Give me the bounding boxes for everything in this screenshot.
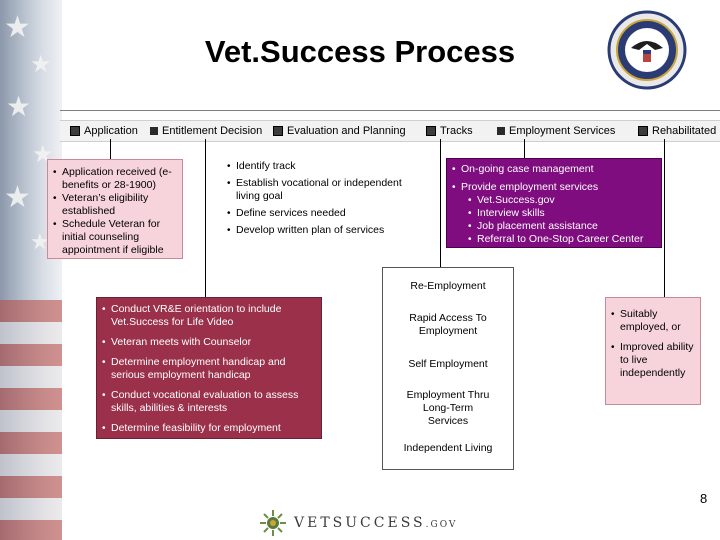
star-icon: ★: [30, 50, 52, 78]
phase-label: Evaluation and Planning: [287, 125, 406, 137]
phase-label: Rehabilitated: [652, 125, 717, 137]
employment-subitem: Interview skills: [451, 207, 657, 220]
evaluation-item: Establish vocational or independent livi…: [226, 177, 428, 203]
rehabilitated-item: Improved ability to live independently: [610, 341, 696, 380]
evaluation-item: Identify track: [226, 160, 428, 173]
phase-label: Employment Services: [509, 125, 616, 137]
bullet-square-icon: [273, 126, 283, 136]
orientation-item: Veteran meets with Counselor: [101, 336, 317, 349]
rehabilitated-box: Suitably employed, or Improved ability t…: [605, 297, 701, 405]
bullet-square-icon: [150, 127, 158, 135]
phase-entitlement: Entitlement Decision: [150, 124, 262, 138]
bullet-square-icon: [497, 127, 505, 135]
orientation-item: Conduct VR&E orientation to include Vet.…: [101, 303, 317, 329]
connector-line: [440, 139, 441, 267]
phase-label: Entitlement Decision: [162, 125, 263, 137]
employment-services-box: On-going case management Provide employm…: [446, 158, 662, 248]
connector-line: [664, 139, 665, 297]
phase-label: Tracks: [440, 125, 473, 137]
tracks-box: Re-Employment Rapid Access To Employment…: [382, 267, 514, 470]
timeline-bar: [60, 120, 720, 142]
star-icon: ★: [30, 230, 50, 255]
phase-evaluation: Evaluation and Planning: [273, 124, 406, 138]
vetsuccess-logo: VETSUCCESS.GOV: [258, 508, 457, 538]
employment-subitem: Referral to One-Stop Career Center: [451, 233, 657, 246]
phase-employment-services: Employment Services: [497, 124, 615, 138]
bullet-square-icon: [70, 126, 80, 136]
slide-title: Vet.Success Process: [204, 34, 516, 69]
flag-background: ★ ★ ★ ★ ★ ★: [0, 0, 62, 540]
evaluation-item: Define services needed: [226, 207, 428, 220]
evaluation-item: Develop written plan of services: [226, 224, 428, 237]
vetsuccess-emblem-icon: [260, 510, 286, 536]
application-item: Schedule Veteran for initial counseling …: [52, 218, 178, 257]
bullet-square-icon: [426, 126, 436, 136]
va-seal-icon: [607, 10, 687, 90]
track-rapid-access: Rapid Access To Employment: [409, 312, 487, 337]
star-icon: ★: [4, 180, 31, 215]
employment-item: On-going case management: [451, 163, 657, 176]
footer-wordmark: VETSUCCESS.GOV: [294, 515, 457, 531]
orientation-item: Determine employment handicap and seriou…: [101, 356, 317, 382]
phase-tracks: Tracks: [426, 124, 473, 138]
star-icon: ★: [6, 90, 32, 123]
orientation-item: Conduct vocational evaluation to assess …: [101, 389, 317, 415]
page-number: 8: [700, 491, 708, 506]
evaluation-box: Identify track Establish vocational or i…: [222, 157, 432, 241]
title-rule: [60, 110, 720, 111]
connector-line: [205, 139, 206, 297]
wordmark-suffix: .GOV: [425, 520, 458, 530]
wordmark-text: VETSUCCESS: [294, 515, 426, 531]
bullet-square-icon: [638, 126, 648, 136]
connector-line: [110, 139, 111, 159]
employment-item: Provide employment services: [451, 181, 657, 194]
application-item: Application received (e-benefits or 28-1…: [52, 166, 178, 192]
track-reemployment: Re-Employment: [410, 280, 486, 292]
track-long-term: Employment Thru Long-Term Services: [406, 389, 490, 427]
star-icon: ★: [4, 10, 31, 45]
connector-line: [524, 139, 525, 159]
application-box: Application received (e-benefits or 28-1…: [47, 159, 183, 259]
rehabilitated-item: Suitably employed, or: [610, 308, 696, 334]
phase-rehabilitated: Rehabilitated: [638, 124, 716, 138]
phase-label: Application: [84, 125, 138, 137]
phase-application: Application: [70, 124, 138, 138]
orientation-box: Conduct VR&E orientation to include Vet.…: [96, 297, 322, 439]
application-item: Veteran’s eligibility established: [52, 192, 178, 218]
employment-subitem: Job placement assistance: [451, 220, 657, 233]
employment-subitem: Vet.Success.gov: [451, 194, 657, 207]
orientation-item: Determine feasibility for employment: [101, 422, 317, 435]
track-self-employment: Self Employment: [408, 358, 488, 370]
flag-stripes: [0, 300, 62, 540]
track-independent-living: Independent Living: [403, 442, 493, 454]
